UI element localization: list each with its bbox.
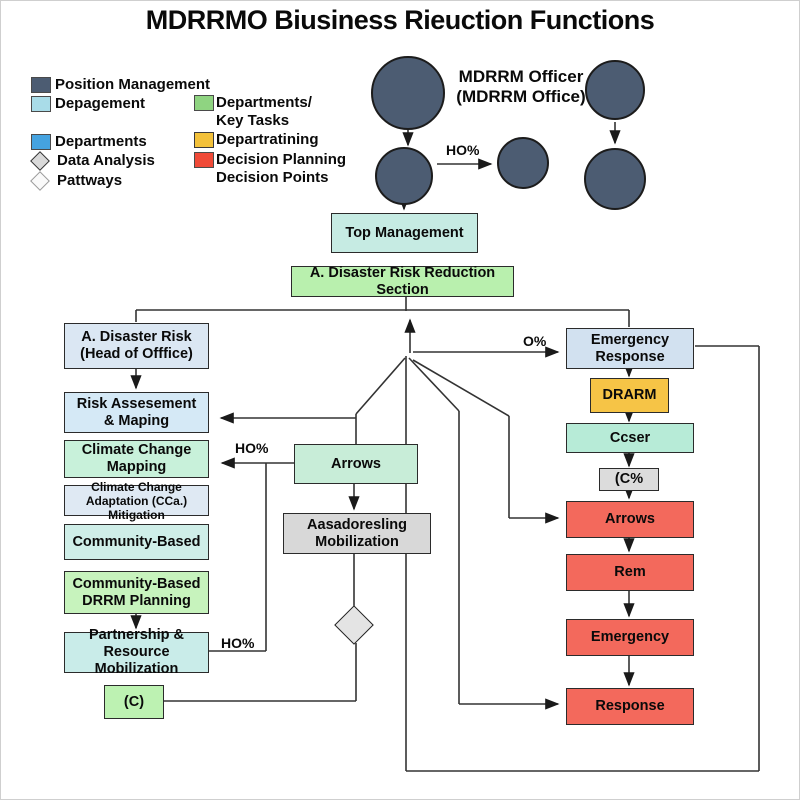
node-line2: DRRM Planning (82, 592, 191, 609)
node-c-note: (C) (104, 685, 164, 719)
node-line2: Mobilization (315, 533, 399, 550)
node-label: (C% (614, 471, 644, 487)
legend-label: Key Tasks (216, 112, 290, 129)
node-mobilization: Aasadoresling Mobilization (283, 513, 431, 554)
legend-swatch-decision-planning (194, 152, 214, 168)
node-disaster-risk-head: A. Disaster Risk (Head of Offfice) (64, 323, 209, 369)
node-top-management: Top Management (331, 213, 478, 253)
node-line1: A. Disaster Risk (81, 329, 192, 345)
org-circle-officer (371, 56, 445, 130)
node-label: (C) (123, 693, 145, 710)
node-label: Arrows (605, 511, 655, 527)
legend-label: Data Analysis (57, 152, 155, 169)
node-emergency-red: Emergency (566, 619, 694, 656)
legend-label: Departments/ (216, 94, 312, 111)
node-community-based-drrm-planning: Community-Based DRRM Planning (64, 571, 209, 614)
edge-label-ho-circle: HO% (446, 142, 480, 158)
node-line2: (Head of Offfice) (80, 346, 193, 362)
org-circle-ho (497, 137, 549, 189)
node-ccser: Ccser (566, 423, 694, 453)
node-line2: Adaptation (CCa.) Mitigation (85, 493, 188, 522)
node-label: Community-Based (72, 533, 201, 550)
officer-label: MDRRM Officer (MDRRM Office) (441, 67, 601, 107)
node-line1: Emergency (590, 331, 670, 348)
node-arrows-red: Arrows (566, 501, 694, 538)
node-response-red: Response (566, 688, 694, 725)
node-climate-change-mapping: Climate Change Mapping (64, 440, 209, 478)
node-label: Ccser (609, 429, 651, 446)
page-title: MDRRMO Biusiness Rieuction Functions (145, 5, 655, 35)
node-line2: Resource Mobilization (94, 644, 179, 677)
org-circle-right-top (585, 60, 645, 120)
legend-swatch-departments (31, 134, 51, 150)
legend-label: Position Management (55, 76, 211, 93)
node-line2: Mapping (106, 459, 167, 475)
officer-line2: (MDRRM Office) (456, 87, 586, 106)
officer-line1: MDRRM Officer (458, 67, 584, 86)
legend-label: Departratining (216, 131, 319, 148)
edge-label-o-pct: O% (523, 333, 547, 349)
node-label: DRARM (602, 387, 657, 403)
node-line1: Climate Change (91, 479, 182, 494)
node-label: Emergency (590, 629, 670, 645)
org-circle-right-bottom (584, 148, 646, 210)
legend-label: Departments (55, 133, 147, 150)
node-line1: Partnership & (88, 627, 185, 643)
legend-swatch-departments-key-tasks (194, 95, 214, 111)
legend-label: Depagement (55, 95, 146, 112)
org-circle-deputy (375, 147, 433, 205)
node-label: Top Management (345, 224, 464, 241)
legend-label: Decision Points (216, 169, 329, 186)
legend-label: Decision Planning (216, 151, 347, 168)
node-line1: Community-Based (72, 575, 201, 592)
node-climate-change-adaptation: Climate Change Adaptation (CCa.) Mitigat… (64, 480, 209, 522)
node-rem: Rem (566, 554, 694, 591)
node-label: A. Disaster Risk Reduction Section (309, 264, 496, 298)
node-line1: Climate Change (81, 442, 192, 458)
legend-swatch-depagement (31, 96, 51, 112)
legend-swatch-departratining (194, 132, 214, 148)
node-label: Rem (614, 564, 646, 580)
node-arrows-mid: Arrows (294, 444, 418, 484)
node-partnership-resource-mobilization: Partnership & Resource Mobilization (64, 627, 209, 677)
node-emergency-response: Emergency Response (566, 328, 694, 369)
node-disaster-risk-reduction-section: A. Disaster Risk Reduction Section (291, 264, 514, 298)
node-line2: Response (595, 348, 665, 365)
node-label: Response (595, 698, 665, 714)
legend-swatch-position-management (31, 77, 51, 93)
node-drarm: DRARM (590, 378, 669, 413)
edge-label-ho-partnership: HO% (221, 635, 255, 651)
legend-label: Pattways (57, 172, 123, 189)
node-risk-assessment: Risk Assesement & Maping (64, 392, 209, 433)
node-c-pct: (C% (599, 468, 659, 491)
node-label: Arrows (331, 455, 381, 472)
edge-label-ho-mapping: HO% (235, 440, 269, 456)
node-community-based: Community-Based (64, 524, 209, 560)
node-line1: Aasadoresling (307, 516, 407, 533)
node-line1: Risk Assesement (76, 395, 197, 412)
node-line2: & Maping (103, 412, 170, 429)
